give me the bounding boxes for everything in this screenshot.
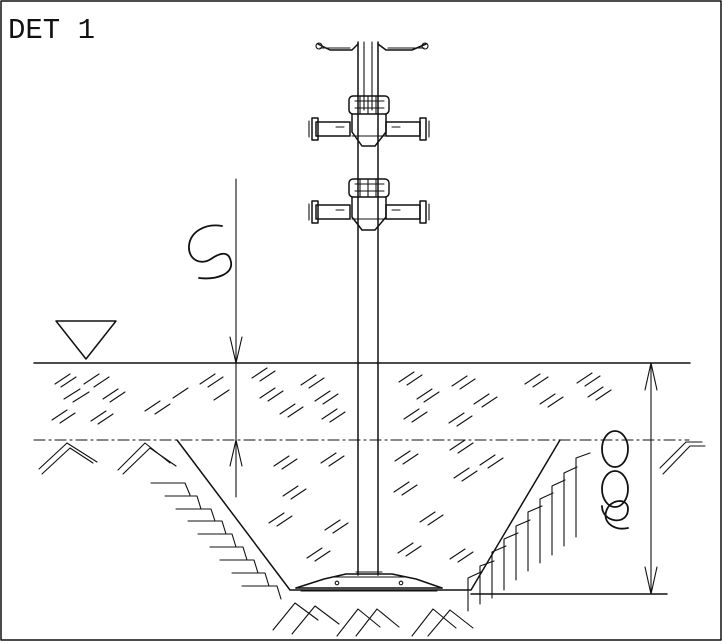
trench-outline [176, 439, 668, 595]
depth-dimension [644, 362, 658, 595]
spacing-dimension [229, 178, 243, 498]
ground-hatching [38, 441, 706, 637]
water-surface-lines [33, 362, 691, 441]
detail-title: DET 1 [8, 14, 95, 47]
base-plate [295, 571, 443, 592]
vertical-column [357, 41, 379, 576]
depth-label [601, 430, 629, 530]
spacing-label [188, 224, 232, 280]
water-level-marker-icon [55, 320, 117, 360]
top-fitting [315, 42, 429, 51]
water-hatching [51, 367, 612, 563]
lower-fitting-assembly [308, 178, 430, 231]
upper-fitting-assembly [308, 95, 430, 147]
